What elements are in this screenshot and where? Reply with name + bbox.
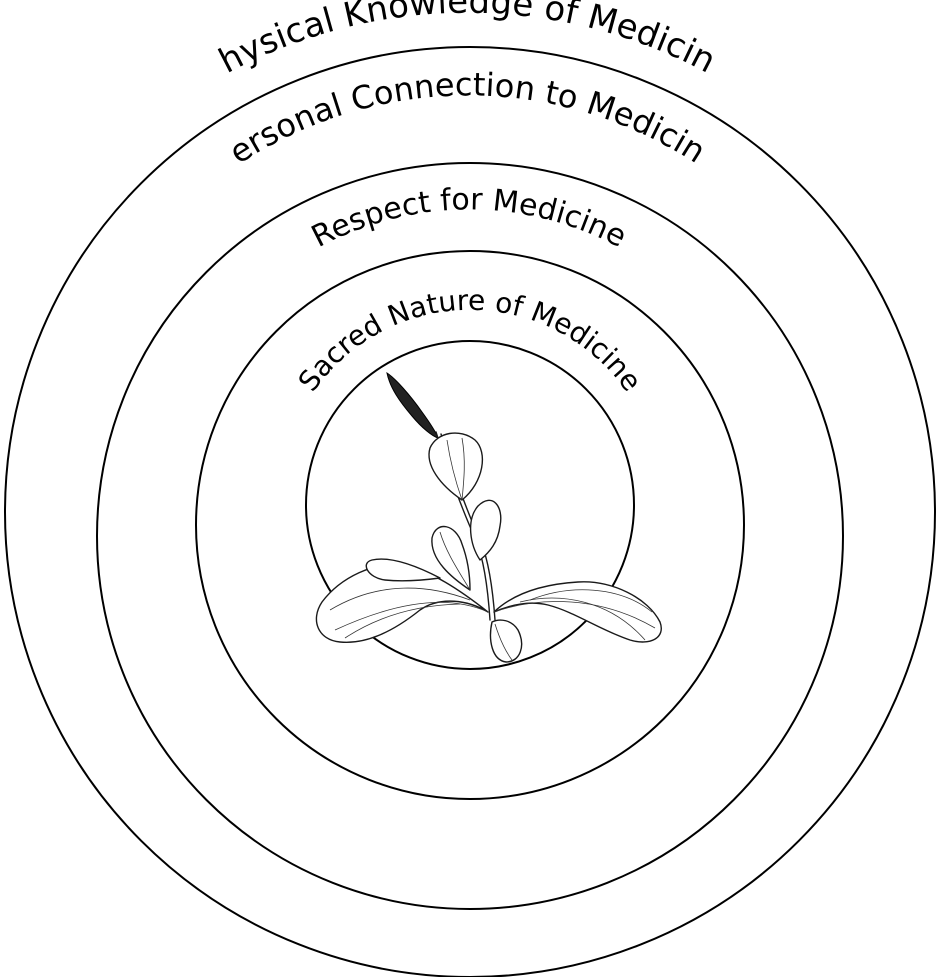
ring-personal-connection	[96, 162, 844, 910]
outer-ring-physical-knowledge	[4, 46, 936, 977]
bottom-leaf	[489, 619, 523, 663]
inner-ring-sacred-nature	[305, 340, 635, 670]
curled-leaf	[470, 499, 502, 561]
label-respect: Respect for Medicine	[306, 182, 632, 254]
plantain-plant-illustration	[315, 371, 662, 663]
lower-left-leaf	[365, 558, 441, 582]
ring-respect	[195, 250, 745, 800]
right-leaf	[493, 581, 662, 643]
flower-spike	[386, 371, 439, 439]
upper-leaf	[428, 432, 483, 501]
